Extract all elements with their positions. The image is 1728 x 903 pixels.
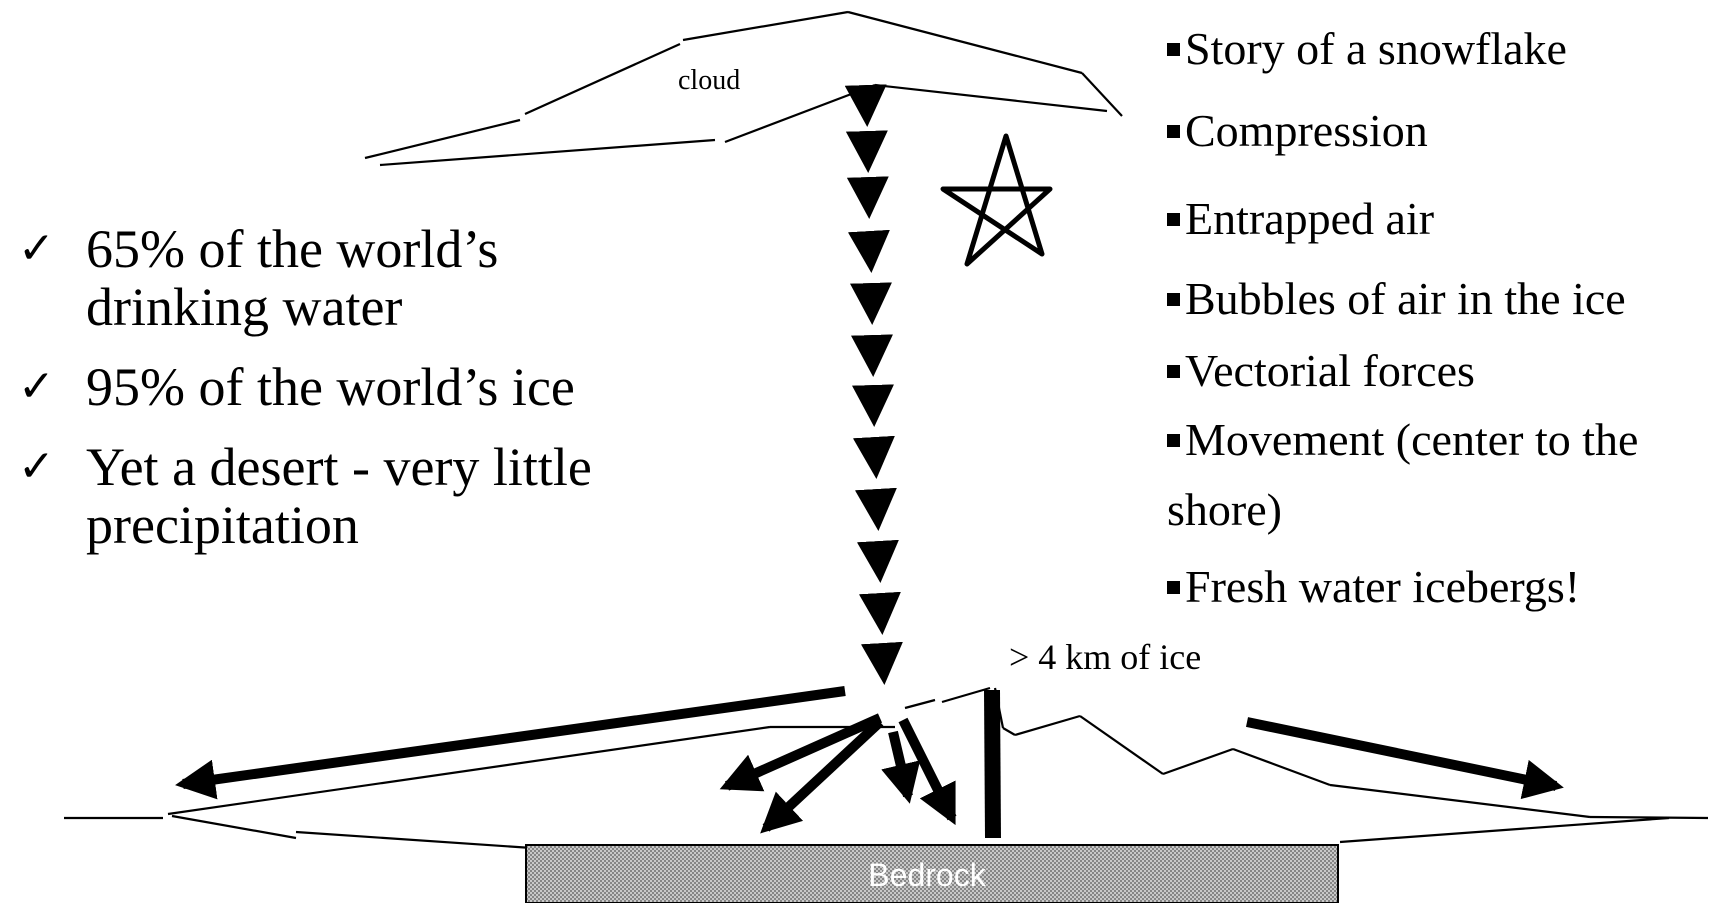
topic-text: Story of a snowflake — [1185, 23, 1567, 74]
checkmark-icon: ✓ — [18, 358, 55, 416]
topic-item: Movement (center to the shore) — [1167, 405, 1727, 545]
topic-item: Compression — [1167, 104, 1428, 157]
topic-item: Vectorial forces — [1167, 344, 1475, 397]
topic-text: Bubbles of air in the ice — [1185, 273, 1626, 324]
ice-thickness-bar — [992, 690, 993, 838]
checkmark-icon: ✓ — [18, 438, 55, 496]
square-bullet-icon — [1167, 365, 1180, 378]
fact-text: 65% of the world’s drinking water — [86, 219, 498, 337]
snowfall-arrows — [866, 92, 884, 678]
topic-text: Fresh water icebergs! — [1185, 561, 1580, 612]
square-bullet-icon — [1167, 293, 1180, 306]
square-bullet-icon — [1167, 581, 1180, 594]
key-facts-list: ✓ 65% of the world’s drinking water ✓ 95… — [18, 220, 618, 576]
fact-item: ✓ 65% of the world’s drinking water — [18, 220, 618, 336]
fact-item: ✓ Yet a desert - very little precipitati… — [18, 438, 618, 554]
topic-text: Movement (center to the shore) — [1167, 414, 1638, 535]
star-icon — [943, 136, 1050, 264]
flow-arrows — [183, 691, 1556, 828]
cloud-label: cloud — [678, 65, 740, 96]
topic-item: Bubbles of air in the ice — [1167, 272, 1626, 325]
square-bullet-icon — [1167, 213, 1180, 226]
checkmark-icon: ✓ — [18, 220, 55, 278]
fact-text: 95% of the world’s ice — [86, 357, 575, 417]
ice-thickness-label: > 4 km of ice — [1009, 637, 1201, 677]
topic-item: Fresh water icebergs! — [1167, 560, 1580, 613]
topic-item: Entrapped air — [1167, 192, 1434, 245]
bedrock-label: Bedrock — [868, 857, 986, 893]
topic-item: Story of a snowflake — [1167, 22, 1567, 75]
square-bullet-icon — [1167, 43, 1180, 56]
square-bullet-icon — [1167, 125, 1180, 138]
fact-item: ✓ 95% of the world’s ice — [18, 358, 618, 416]
topic-text: Entrapped air — [1185, 193, 1434, 244]
fact-text: Yet a desert - very little precipitation — [86, 437, 592, 555]
square-bullet-icon — [1167, 434, 1180, 447]
topic-text: Vectorial forces — [1185, 345, 1475, 396]
topic-text: Compression — [1185, 105, 1428, 156]
